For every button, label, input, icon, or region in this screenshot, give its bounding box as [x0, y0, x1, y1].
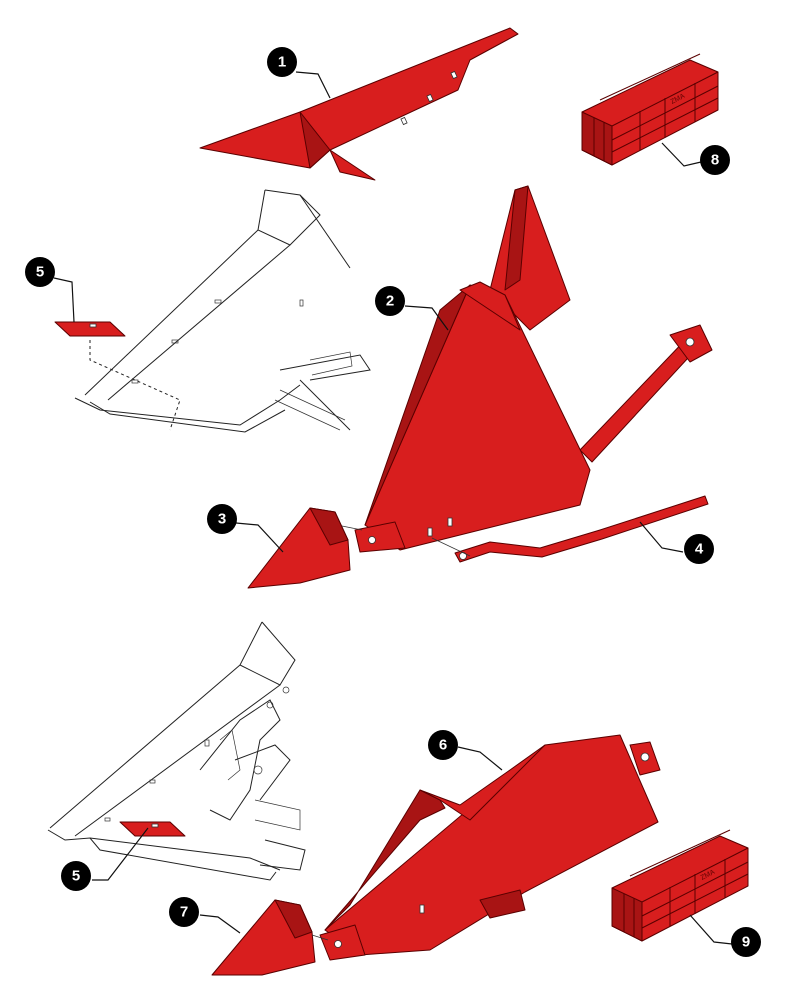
- callout-5-lower: 5: [61, 861, 91, 891]
- callout-3: 3: [207, 504, 237, 534]
- part-5-wear-plate-upper: [54, 321, 126, 337]
- callout-2-label: 2: [386, 293, 394, 310]
- callout-9-label: 9: [742, 934, 750, 951]
- pin-line-4: [431, 537, 471, 557]
- part-3-nose-cone: [247, 507, 351, 589]
- part-6-divider-assembly: [319, 734, 661, 961]
- callout-4: 4: [684, 534, 714, 564]
- part-8-crate: ZMA: [581, 53, 719, 166]
- callout-5-upper: 5: [25, 257, 55, 287]
- part-5-wear-plate-lower: [119, 821, 186, 837]
- callout-1-label: 1: [278, 54, 286, 71]
- callout-5-upper-label: 5: [36, 264, 44, 281]
- callout-1: 1: [267, 47, 297, 77]
- part-7-nose-cone: [211, 899, 316, 976]
- callout-3-label: 3: [218, 511, 226, 528]
- upper-frame-outline: [74, 189, 371, 433]
- callout-6-label: 6: [439, 737, 447, 754]
- callout-8-label: 8: [711, 152, 719, 169]
- callout-9: 9: [731, 927, 761, 957]
- callout-7-label: 7: [180, 904, 188, 921]
- leader-lines: [53, 71, 733, 945]
- pin-line-3: [341, 525, 363, 531]
- callout-8: 8: [700, 145, 730, 175]
- part-2-divider-assembly: [354, 185, 713, 553]
- callout-7: 7: [169, 897, 199, 927]
- callout-5-lower-label: 5: [72, 868, 80, 885]
- lower-frame-outline: [47, 621, 306, 881]
- part-9-crate: ZMA: [611, 829, 749, 942]
- callout-4-label: 4: [695, 541, 704, 558]
- callout-2: 2: [375, 286, 405, 316]
- pin-line-7: [311, 934, 329, 941]
- part-1-divider-point: [199, 27, 519, 181]
- callout-6: 6: [428, 730, 458, 760]
